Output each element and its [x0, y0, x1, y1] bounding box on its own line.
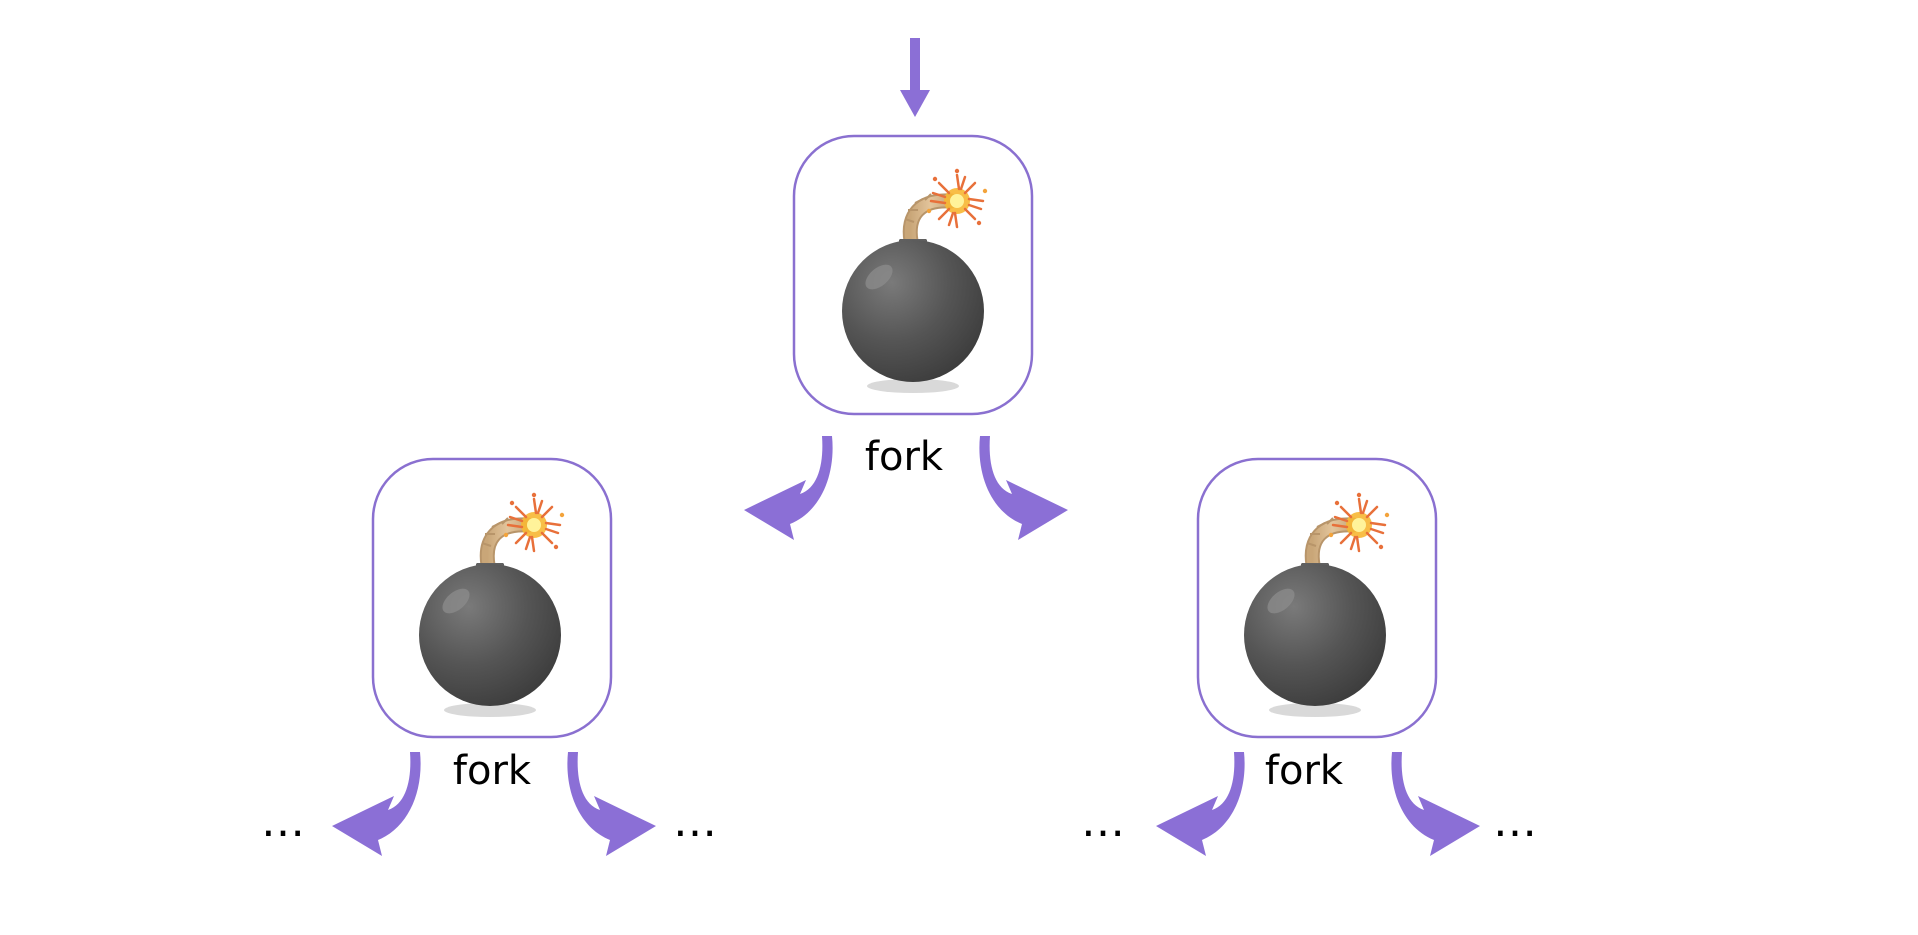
left-child-left-arrow [332, 752, 421, 856]
left-child-node: fork [371, 457, 613, 794]
right-child-right-arrow [1391, 752, 1480, 856]
leaf-ellipsis: … [1493, 796, 1539, 847]
curved-arrow-icon [744, 436, 833, 540]
entry-arrow [900, 38, 930, 117]
curved-arrow-icon [1391, 752, 1480, 856]
curved-arrow-icon [567, 752, 656, 856]
curved-arrow-icon [332, 752, 421, 856]
left-child-fork-label: fork [453, 748, 532, 794]
curved-arrow-icon [1156, 752, 1245, 856]
down-arrow-icon [900, 38, 930, 117]
right-child-left-arrow [1156, 752, 1245, 856]
left-child-right-arrow [567, 752, 656, 856]
right-child-node: fork [1196, 457, 1438, 794]
right-child-fork-label: fork [1265, 748, 1344, 794]
root-left-arrow [744, 436, 833, 540]
curved-arrow-icon [979, 436, 1068, 540]
root-fork-label: fork [865, 434, 944, 480]
root-right-arrow [979, 436, 1068, 540]
root-node: fork [792, 134, 1034, 480]
leaf-ellipsis: … [1081, 796, 1127, 847]
leaf-ellipsis: … [673, 796, 719, 847]
leaf-ellipsis: … [261, 796, 307, 847]
